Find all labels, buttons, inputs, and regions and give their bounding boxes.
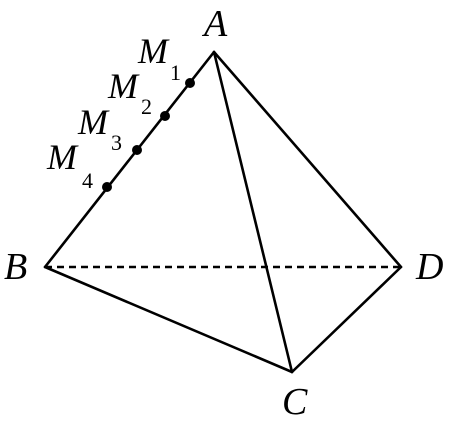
- point-m2-dot: [160, 111, 170, 121]
- vertex-label-d: D: [415, 246, 443, 288]
- point-sub-m3: 3: [111, 130, 122, 155]
- point-m1-dot: [185, 78, 195, 88]
- edge-ac: [212, 50, 294, 374]
- point-m3-dot: [132, 145, 142, 155]
- point-label-m1: M: [137, 31, 170, 71]
- vertex-label-a: A: [201, 3, 228, 45]
- edge-ad: [212, 50, 403, 269]
- edge-bc: [43, 265, 294, 374]
- point-sub-m2: 2: [141, 94, 152, 119]
- edge-cd: [290, 265, 403, 374]
- point-label-m4: M: [46, 137, 79, 177]
- edge-ab: [43, 50, 216, 269]
- vertex-label-c: C: [282, 381, 308, 423]
- point-m4-dot: [102, 182, 112, 192]
- point-label-m2: M: [107, 66, 140, 106]
- point-sub-m4: 4: [82, 168, 93, 193]
- point-label-m3: M: [77, 102, 110, 142]
- point-sub-m1: 1: [170, 60, 181, 85]
- vertex-label-b: B: [4, 246, 27, 288]
